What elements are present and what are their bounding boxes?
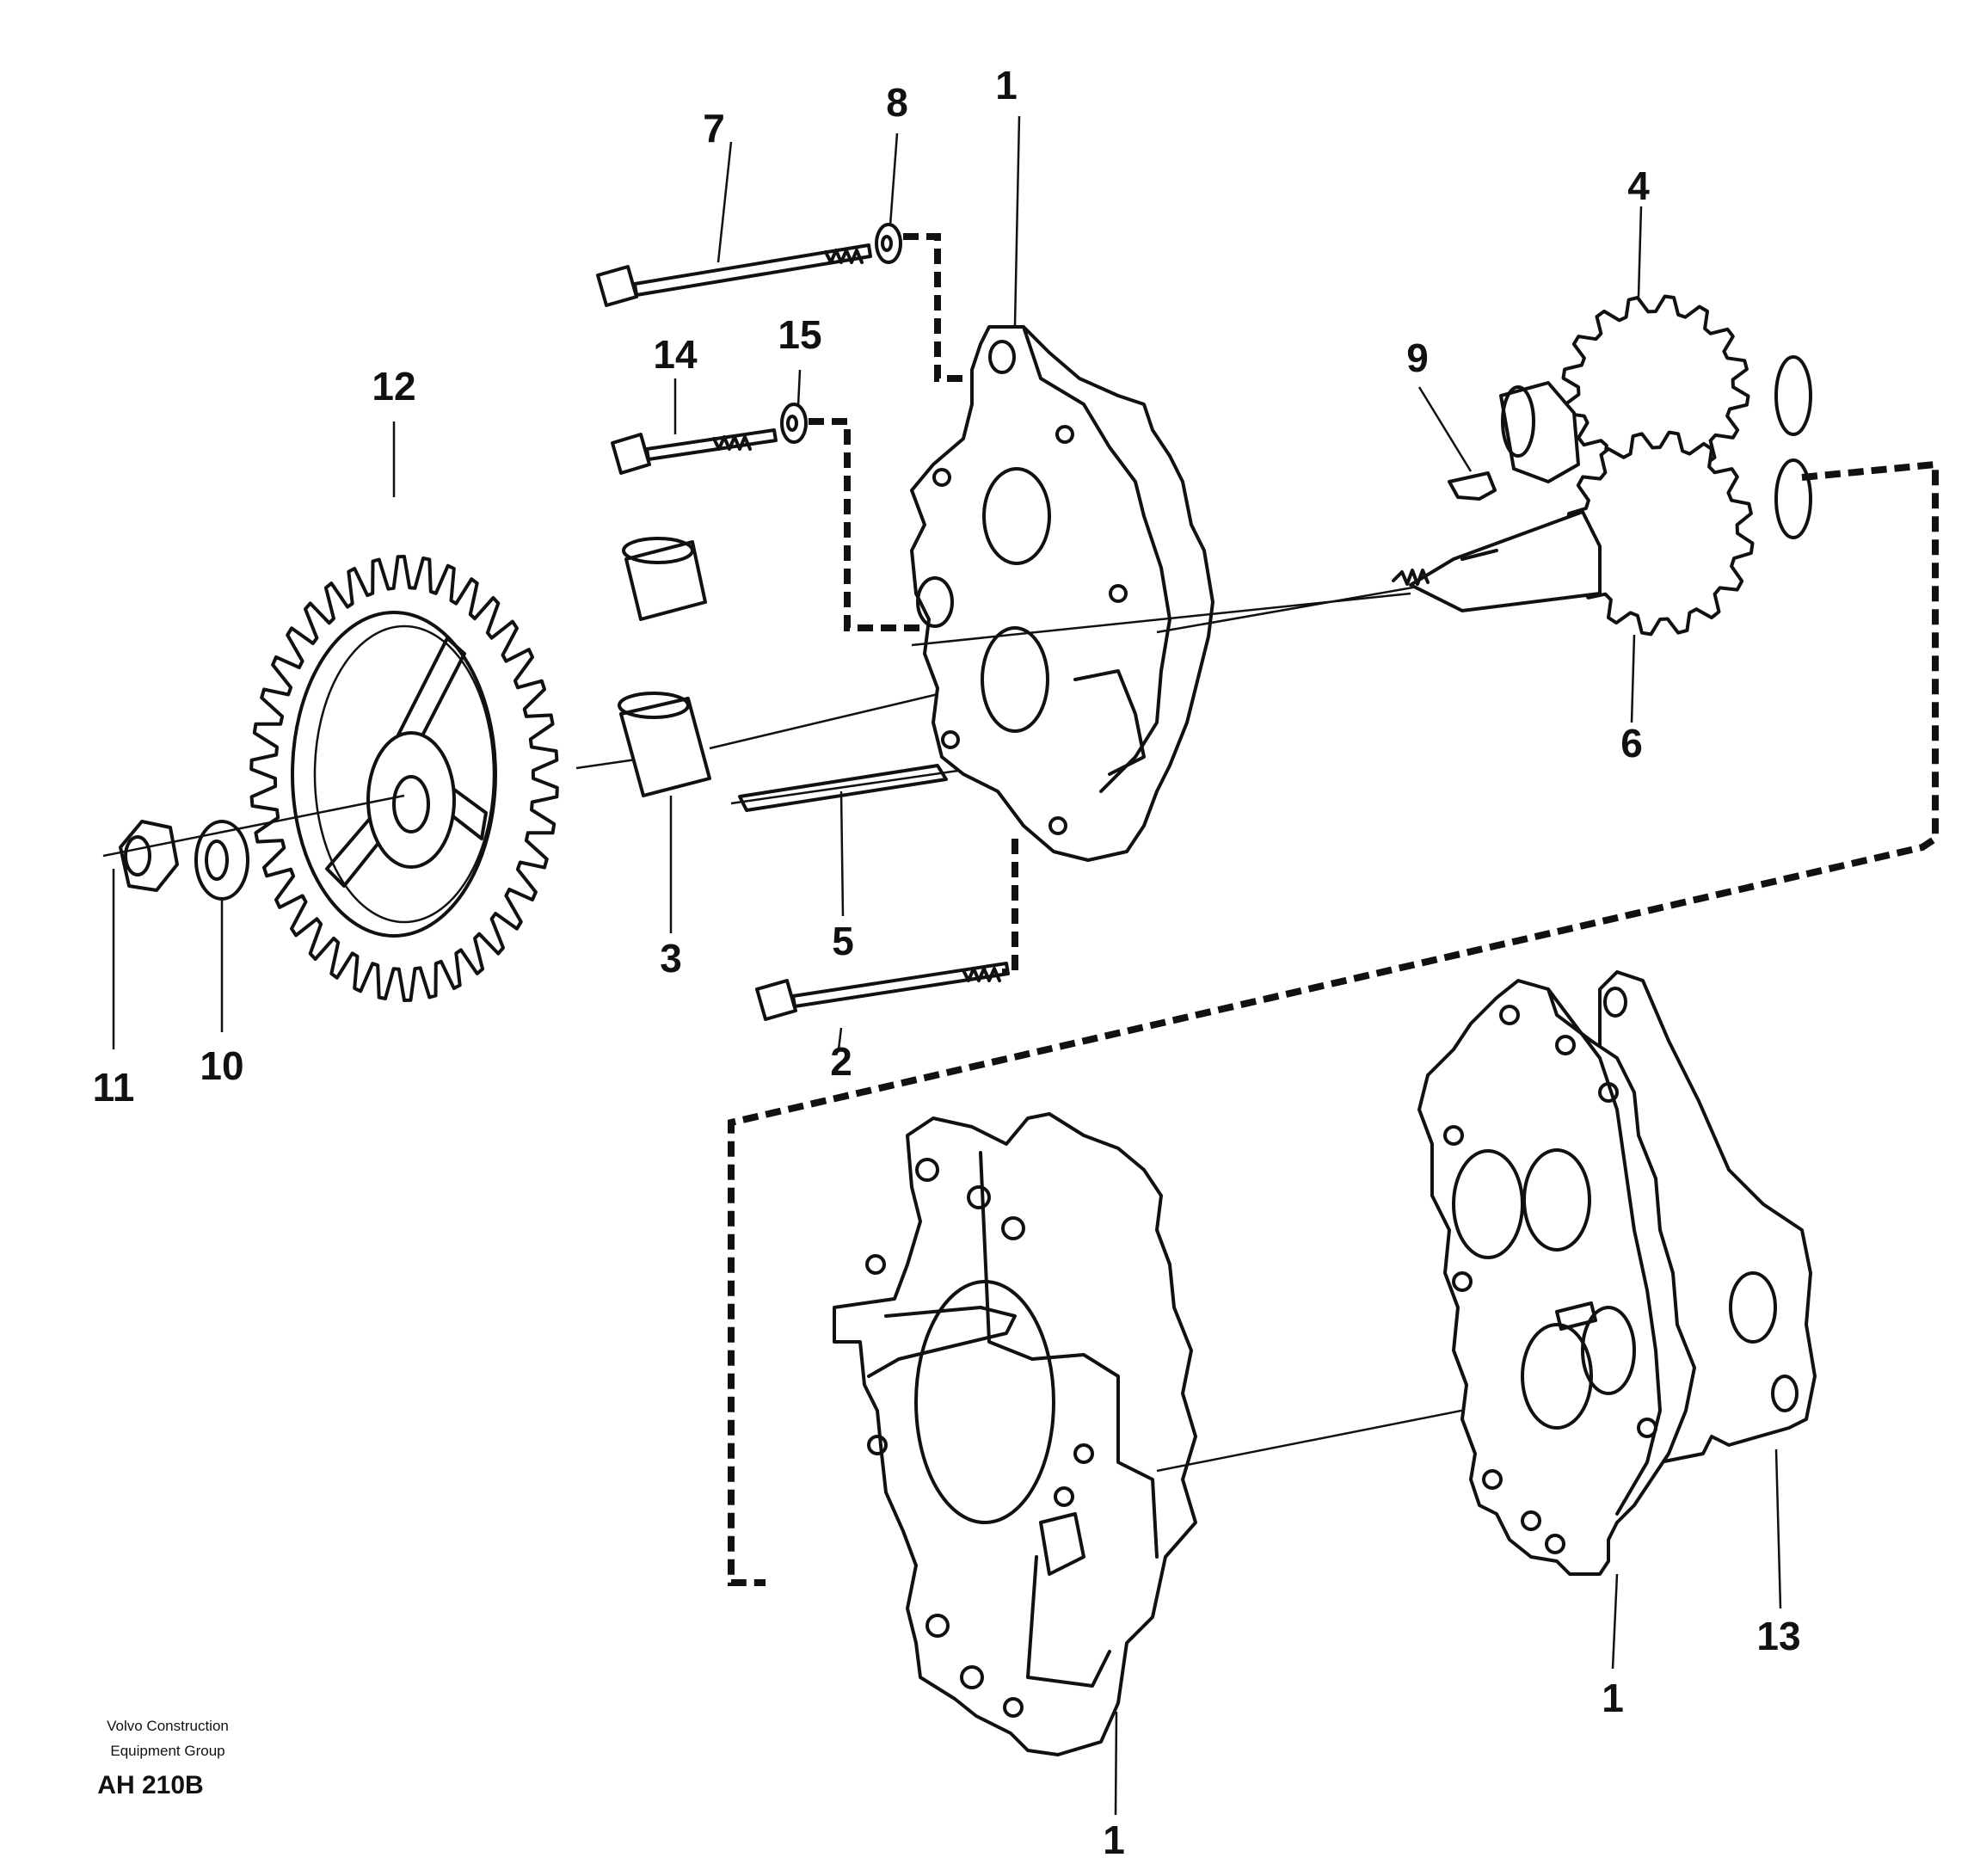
cover-plate-drawing — [1417, 979, 1696, 1576]
nut-11-drawing — [119, 820, 179, 892]
credit-line-2: Equipment Group — [110, 1743, 224, 1759]
callout-8: 8 — [886, 80, 908, 125]
gear-12-drawing — [249, 555, 559, 1002]
housing-lower-drawing — [833, 1112, 1197, 1756]
callout-6: 6 — [1620, 721, 1643, 766]
callout-1-upper: 1 — [995, 63, 1018, 108]
bolt-14-drawing — [611, 428, 778, 475]
callout-9: 9 — [1406, 335, 1429, 380]
bolt-2-drawing — [755, 962, 1010, 1021]
bushing-3-drawing — [618, 692, 711, 797]
callout-14: 14 — [653, 332, 698, 377]
callout-4: 4 — [1627, 163, 1650, 208]
callout-10: 10 — [200, 1043, 243, 1088]
woodruff-key-9-drawing — [1448, 471, 1497, 501]
callout-1-lower: 1 — [1103, 1818, 1125, 1862]
gear-6-drawing — [1392, 430, 1812, 637]
leader-lines — [112, 115, 1782, 1816]
document-id: AH 210B — [97, 1771, 203, 1799]
callout-7: 7 — [703, 106, 725, 151]
callout-3: 3 — [660, 936, 682, 981]
callout-12: 12 — [372, 364, 415, 409]
callout-15: 15 — [778, 312, 821, 357]
washer-15-drawing — [780, 403, 808, 444]
callout-1-middle: 1 — [1602, 1676, 1624, 1720]
bolt-7-drawing — [596, 243, 872, 307]
cover-upper-drawing — [910, 325, 1214, 862]
callout-11: 11 — [93, 1065, 135, 1110]
callout-13: 13 — [1756, 1614, 1800, 1658]
callout-2: 2 — [830, 1039, 852, 1084]
credit-line-1: Volvo Construction — [107, 1718, 229, 1734]
bushing-upper-drawing — [622, 537, 707, 621]
callout-5: 5 — [832, 919, 854, 963]
washer-8-drawing — [875, 223, 902, 264]
